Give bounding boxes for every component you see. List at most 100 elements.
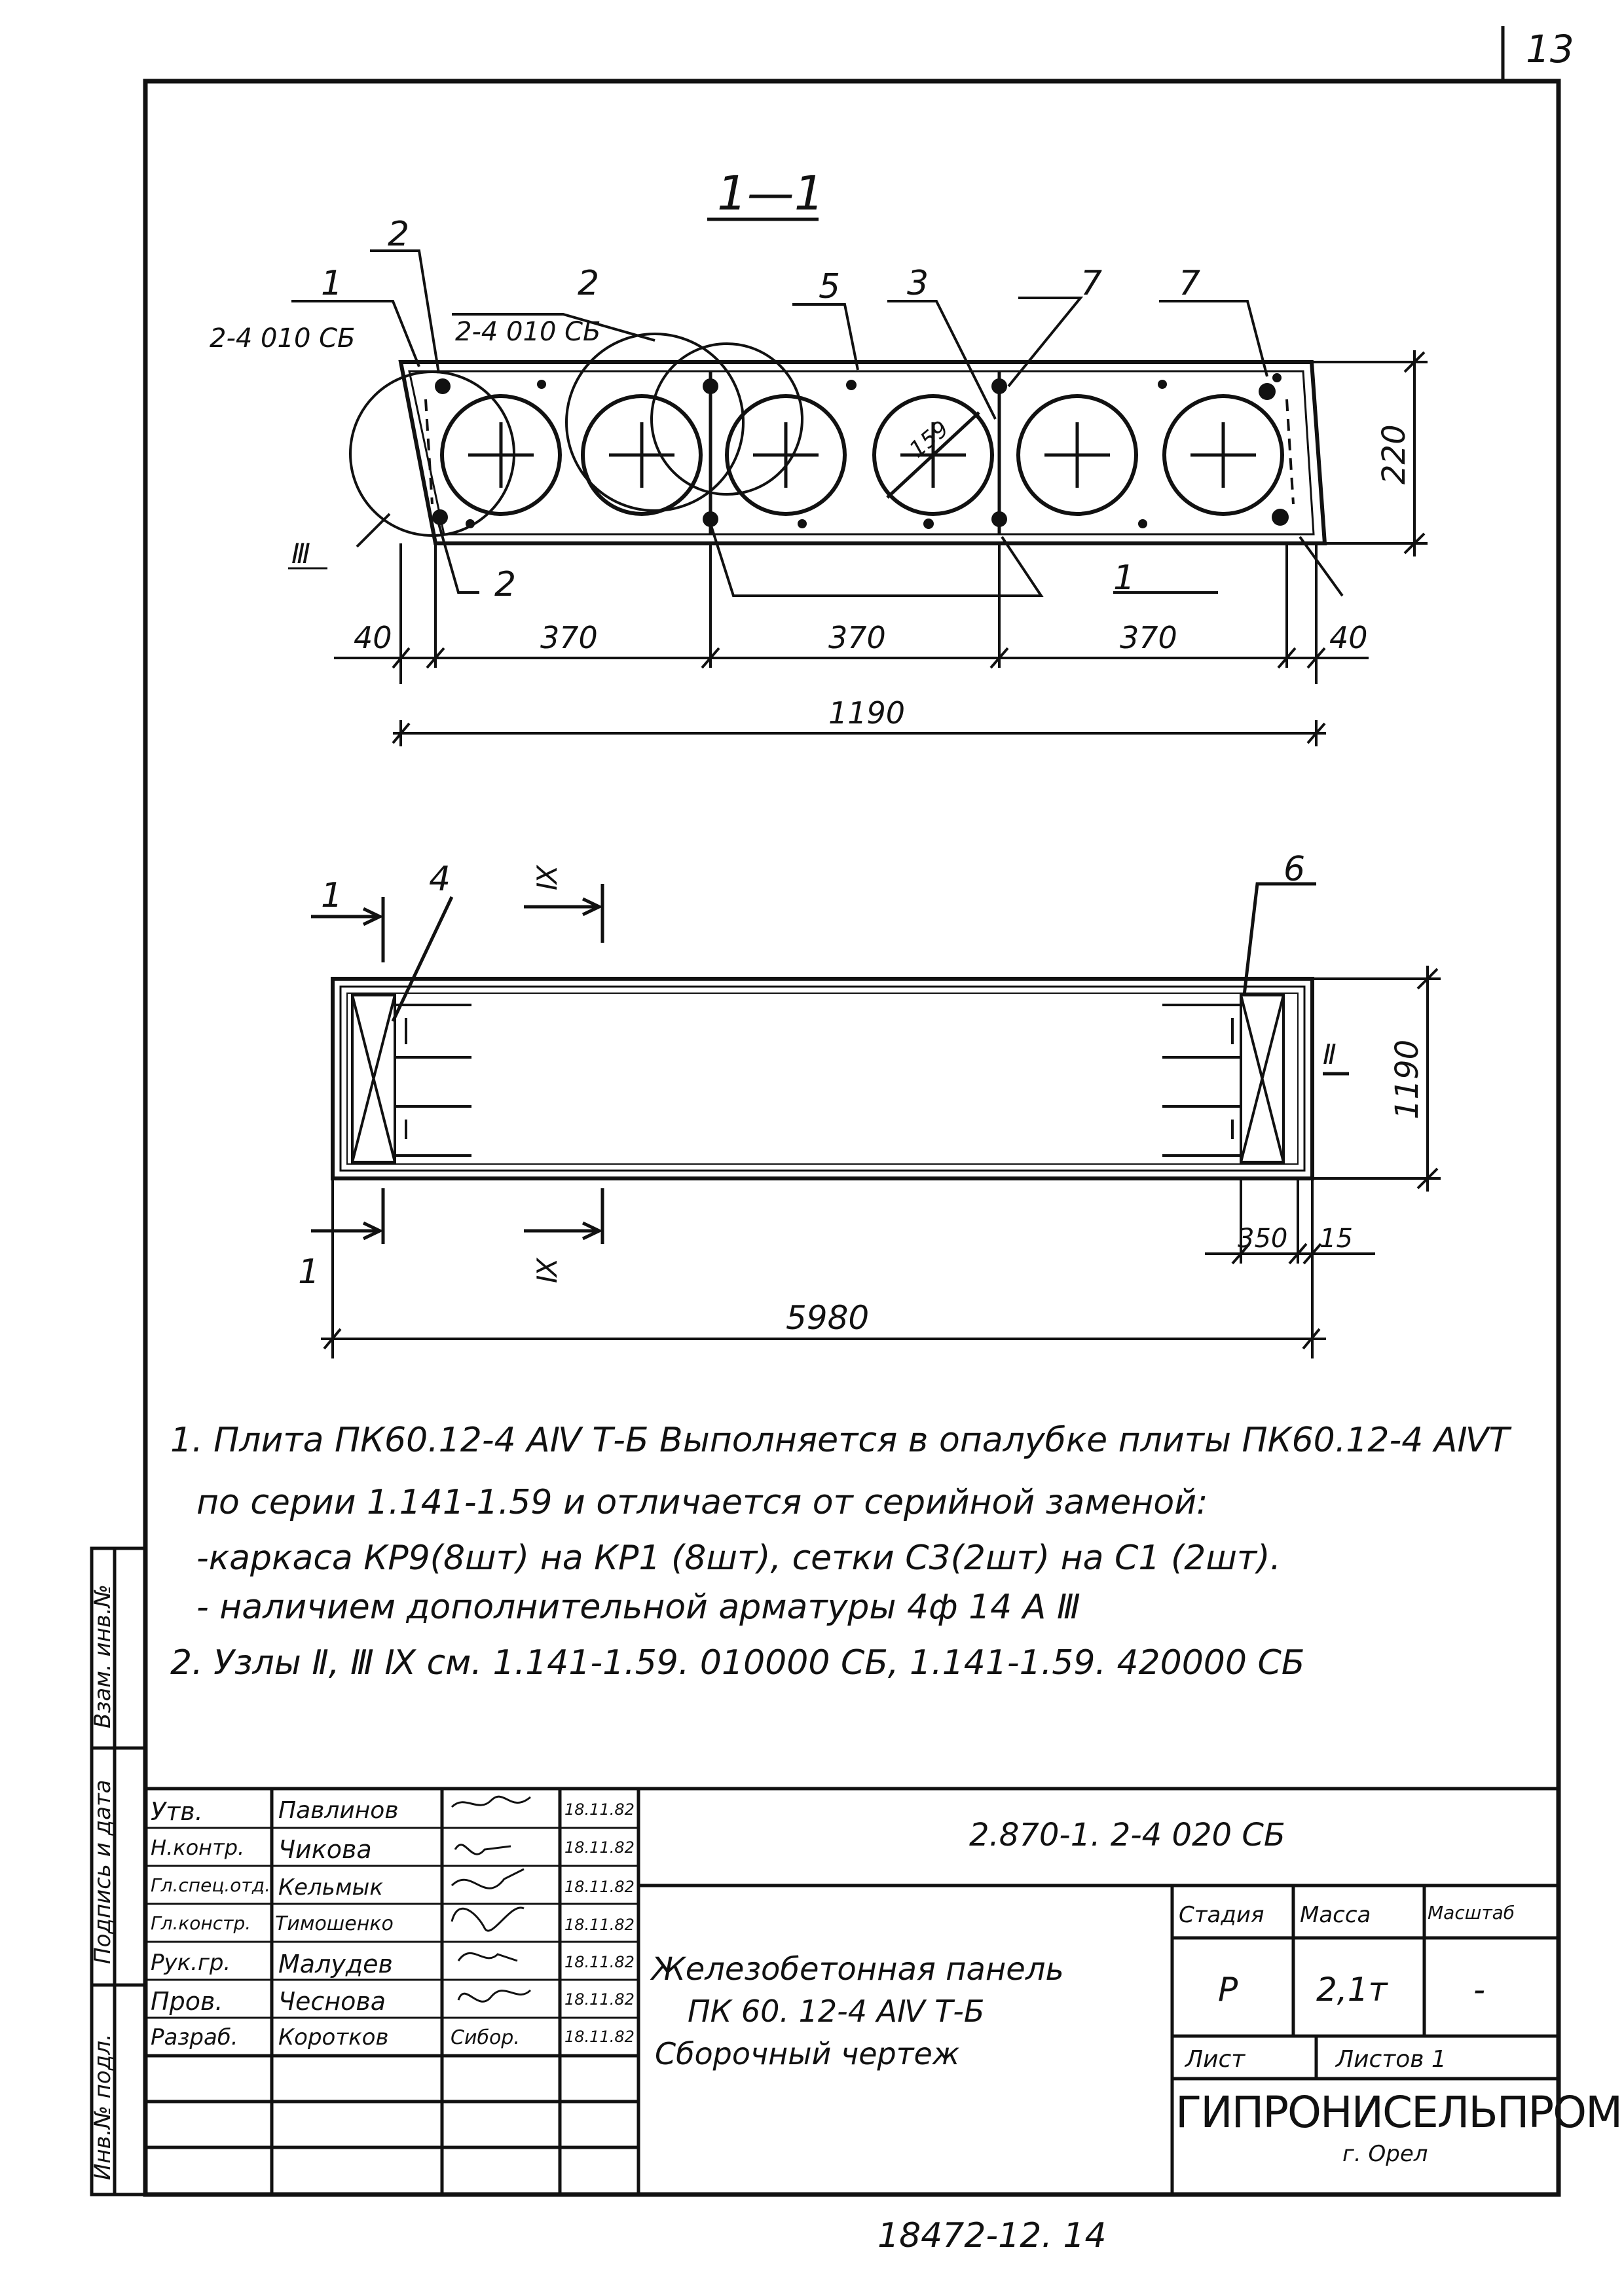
dim-370-b: 370	[828, 620, 886, 655]
dim-350: 350	[1238, 1224, 1287, 1254]
title-line-3: Сборочный чертеж	[655, 2036, 960, 2071]
callout-5: 5	[819, 267, 840, 306]
height-value: 220	[1376, 424, 1412, 484]
name-korotkov: Коротков	[278, 2024, 389, 2050]
date-2: 18.11.82	[564, 1838, 635, 1857]
plan-inner-2	[346, 993, 1299, 1165]
slab-section-outline	[398, 360, 1327, 545]
doc-code: 2.870-1. 2-4 020 СБ	[969, 1817, 1285, 1853]
callout-1-num: 1	[321, 264, 342, 303]
callout-1-ref: 2-4 010 СБ	[210, 323, 355, 354]
height-dimension	[1313, 350, 1428, 556]
title-block-grid	[145, 1787, 1559, 2195]
date-1: 18.11.82	[564, 1800, 635, 1819]
sheet-label: Лист	[1185, 2046, 1246, 2073]
plan-outline	[331, 977, 1314, 1180]
side-rebar-dashed	[424, 399, 434, 505]
end-cage-left	[351, 994, 471, 1163]
node-circle-iii	[349, 371, 515, 537]
callout-1-bottom: 1	[1113, 558, 1135, 598]
name-kelmyk: Кельмык	[278, 1874, 383, 1901]
dim-15: 15	[1320, 1224, 1353, 1254]
void-circle-dimensioned	[872, 394, 994, 516]
node-iii-label: Ⅲ	[291, 538, 310, 570]
node-circle-ix	[650, 342, 803, 496]
name-chikova: Чикова	[278, 1835, 372, 1864]
role-gl-spec: Гл.спец.отд.	[151, 1874, 270, 1896]
date-7: 18.11.82	[564, 2028, 635, 2046]
slab-section-inner	[408, 370, 1315, 536]
role-n-kontr: Н.контр.	[151, 1835, 245, 1860]
dim-40-right: 40	[1329, 620, 1368, 655]
scale-value: -	[1473, 1971, 1486, 2009]
note-line-5: 2. Узлы Ⅱ, Ⅲ Ⅸ см. 1.141-1.59. 010000 СБ…	[170, 1643, 1305, 1683]
callout-leaders	[291, 249, 1344, 597]
stamp-inv-podl: Инв.№ подл.	[90, 2033, 116, 2180]
note-line-1: 1. Плита ПК60.12-4 АⅣ Т-Б Выполняется в …	[170, 1421, 1510, 1460]
date-6: 18.11.82	[564, 1990, 635, 2009]
dim-total-1190: 1190	[828, 695, 905, 731]
node-circle-ix	[565, 333, 745, 512]
callout-3: 3	[907, 264, 929, 303]
void-circle	[1162, 394, 1284, 516]
date-4: 18.11.82	[564, 1916, 635, 1934]
callout-7b: 7	[1179, 264, 1200, 303]
node-ix-top: Ⅸ	[531, 864, 563, 890]
rebar-dots	[432, 373, 1289, 529]
role-razrab: Разраб.	[151, 2024, 238, 2050]
node-ix-bottom: Ⅸ	[531, 1257, 563, 1283]
role-utv: Утв.	[151, 1797, 203, 1826]
callout-2-num: 2	[578, 264, 599, 303]
mass-value: 2,1т	[1316, 1971, 1388, 2009]
name-pavlinov: Павлинов	[278, 1797, 399, 1824]
plan-length-dimension	[321, 1178, 1375, 1358]
drawing-frame	[143, 79, 1561, 2197]
plan-length-value: 5980	[786, 1299, 869, 1337]
plan-inner	[339, 985, 1306, 1172]
cut-1-bottom: 1	[298, 1252, 320, 1292]
callout-2-bottom: 2	[494, 565, 516, 604]
scale-label: Масштаб	[1428, 1902, 1515, 1923]
callout-2-top: 2	[388, 215, 409, 254]
dim-370-a: 370	[540, 620, 598, 655]
role-gl-konstr: Гл.констр.	[151, 1912, 251, 1934]
date-5: 18.11.82	[564, 1953, 635, 1971]
callout-7a: 7	[1080, 264, 1102, 303]
void-circle	[725, 394, 847, 516]
side-rebar-dashed	[1285, 399, 1295, 505]
title-line-1: Железобетонная панель	[652, 1951, 1064, 1988]
title-line-2: ПК 60. 12-4 АⅣ Т-Б	[688, 1994, 985, 2029]
organization-city: г. Орел	[1342, 2141, 1428, 2167]
sheets-label: Листов 1	[1336, 2046, 1447, 2073]
signature-scribbles	[451, 1795, 532, 2003]
name-timoshenko: Тимошенко	[275, 1912, 394, 1935]
stamp-vzam-inv: Взам. инв.№	[90, 1584, 116, 1728]
stage-value: Р	[1218, 1971, 1238, 2009]
stage-label: Стадия	[1179, 1902, 1264, 1928]
name-chesnova: Чеснова	[278, 1987, 386, 2016]
callout-4: 4	[429, 860, 451, 899]
note-line-4: - наличием дополнительной арматуры 4ф 14…	[196, 1588, 1080, 1627]
signature-razrab: Сибор.	[451, 2026, 520, 2049]
cut-1-top: 1	[321, 876, 342, 915]
date-3: 18.11.82	[564, 1878, 635, 1896]
note-line-3: -каркаса КР9(8шт) на КР1 (8шт), сетки С3…	[196, 1539, 1282, 1578]
name-maludev: Малудев	[278, 1950, 393, 1978]
void-circle	[581, 394, 703, 516]
node-ii-right: Ⅱ	[1323, 1038, 1337, 1070]
void-circle	[440, 394, 562, 516]
callout-2-ref: 2-4 010 СБ	[455, 317, 600, 347]
plan-width-dimension	[1312, 966, 1441, 1192]
plan-width-value: 1190	[1389, 1040, 1426, 1120]
role-ruk-gr: Рук.гр.	[151, 1950, 231, 1976]
title-block-thin-rows	[145, 1827, 638, 2019]
role-prov: Пров.	[151, 1987, 223, 2016]
side-stamp-grid	[90, 1546, 147, 2196]
dim-40-left: 40	[354, 620, 392, 655]
end-cage-right	[1162, 994, 1285, 1163]
footer-code: 18472-12. 14	[877, 2216, 1107, 2255]
section-title: 1—1	[717, 166, 824, 221]
mass-label: Масса	[1300, 1902, 1371, 1928]
cut-marks	[311, 882, 1349, 1244]
